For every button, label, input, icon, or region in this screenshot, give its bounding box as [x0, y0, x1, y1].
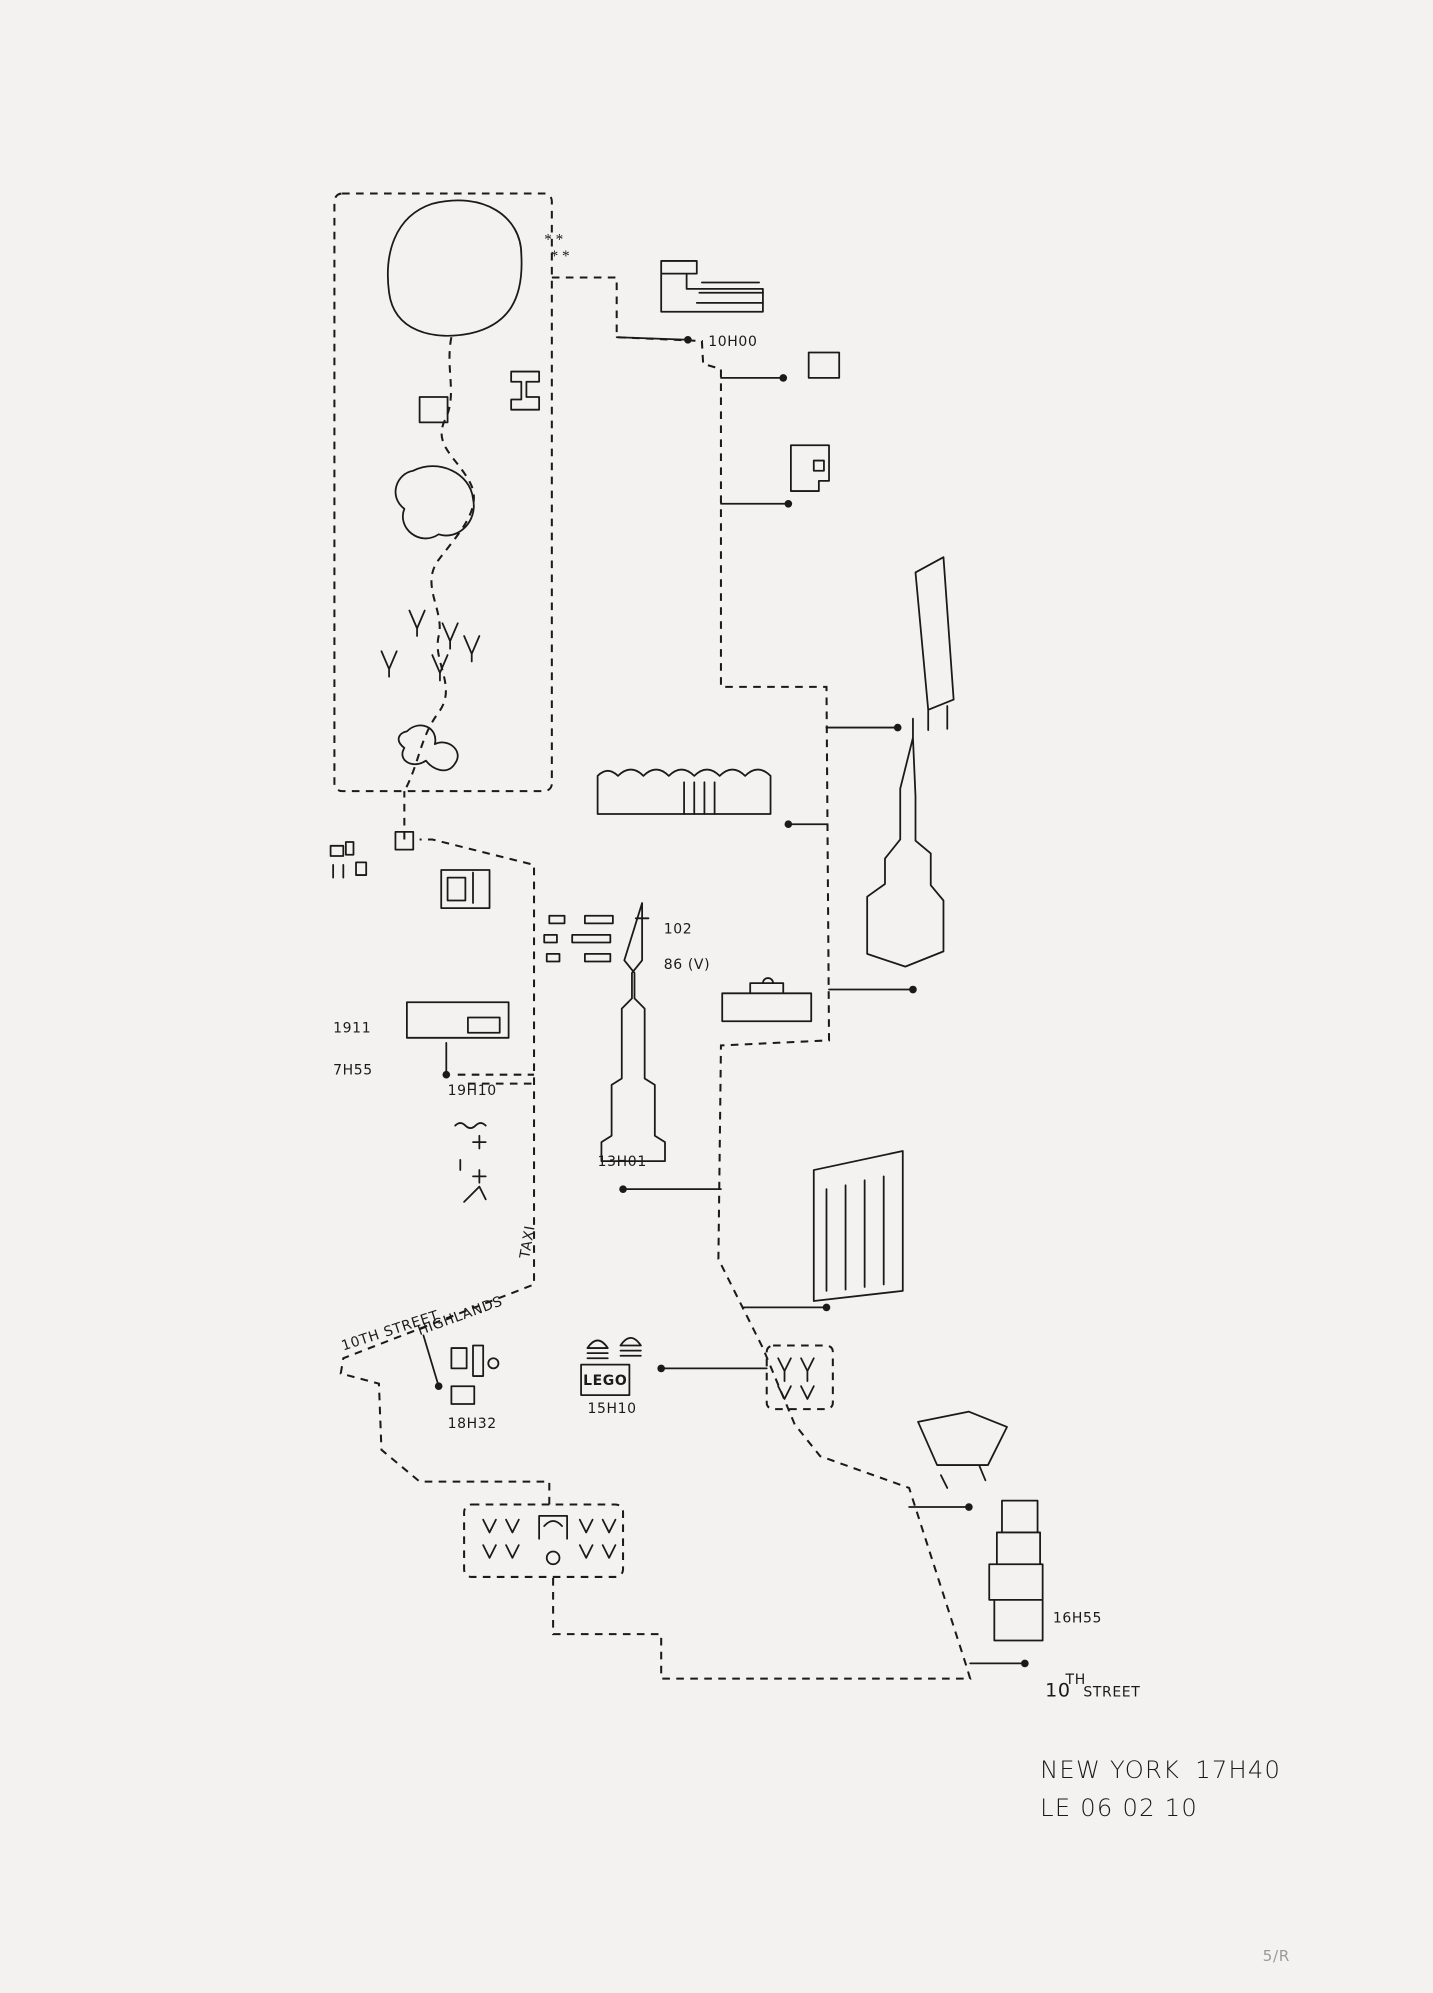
tower-sketch: [914, 556, 955, 732]
bar-icons: [450, 1344, 500, 1405]
nightlife-icons: [454, 1122, 487, 1203]
pavilion-sketch: [917, 1410, 1008, 1489]
pond-icon: [394, 465, 475, 540]
meeting-icons: [543, 914, 614, 963]
walking-route-west: [339, 838, 551, 1505]
label-stacked-time: 16H55: [1053, 1611, 1102, 1627]
lego-sign: LEGO: [583, 1373, 627, 1389]
washington-square-park: [463, 1503, 625, 1578]
route-segment: [457, 1073, 535, 1085]
label-library-time: 7H55: [333, 1063, 373, 1079]
garden-square: [765, 1344, 834, 1411]
label-empire-height-2: 86 (V): [664, 957, 711, 973]
end-street-suffix: TH: [1065, 1672, 1086, 1688]
end-time: 17H40: [1195, 1756, 1281, 1784]
edition-number: 5/R: [1263, 1947, 1290, 1965]
central-park-boundary: [333, 192, 553, 793]
park-trail: [403, 337, 475, 792]
date: LE 06 02 10: [1040, 1794, 1198, 1822]
building-icon: [510, 370, 541, 411]
label-taxi: TAXI: [517, 1224, 539, 1261]
guggenheim-sketch: [660, 260, 764, 313]
map-title: NEW YORK: [1040, 1756, 1180, 1784]
reservoir-lake: [387, 199, 523, 337]
label-empire-time: 13H01: [598, 1154, 647, 1170]
garden-icon: [397, 724, 459, 772]
label-empire-height-1: 102: [664, 922, 693, 938]
whitney-sketch: [789, 444, 830, 492]
new-museum-sketch: [988, 1499, 1044, 1642]
flatiron-sketch: [812, 1150, 904, 1302]
end-street-name: STREET: [1083, 1684, 1140, 1700]
park-entrance-icons: [329, 830, 415, 879]
empire-state-building-sketch: [600, 902, 666, 1163]
label-end-street: 10 TH STREET: [1045, 1672, 1140, 1702]
flag-sketch: [807, 351, 841, 379]
arcade-building-sketch: [596, 768, 772, 815]
coffee-shop-sketch: [440, 869, 491, 910]
branch-lines: [422, 336, 1026, 1665]
lego-store-sketch: LEGO: [580, 1337, 642, 1397]
stop-dots: [434, 335, 1029, 1668]
library-sketch: [405, 1001, 510, 1039]
label-lego-time: 15H10: [587, 1401, 636, 1417]
castle-icon: [418, 396, 449, 424]
label-bar-time: 18H32: [448, 1416, 497, 1432]
walking-route: [551, 276, 972, 1680]
star-marks: * *: [551, 248, 570, 265]
label-museum-time: 10H00: [708, 334, 757, 350]
star-marks: * *: [544, 231, 563, 248]
grand-central-sketch: [721, 977, 813, 1023]
end-street-number: 10: [1045, 1679, 1071, 1701]
chrysler-building-sketch: [866, 717, 945, 968]
label-nightlife-time: 19H10: [448, 1083, 497, 1099]
label-year: 1911: [333, 1021, 371, 1037]
tree-icons: [380, 609, 481, 682]
